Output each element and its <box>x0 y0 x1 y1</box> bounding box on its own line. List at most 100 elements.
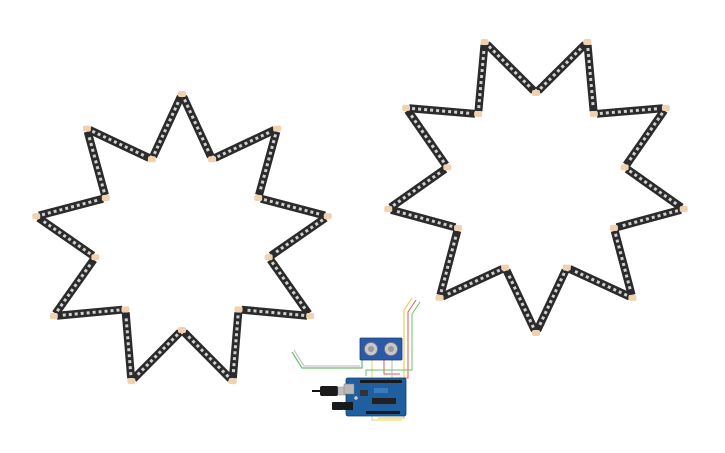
led-pixel <box>452 288 457 293</box>
led-pixel <box>419 216 424 220</box>
led-strip-segment <box>408 104 476 118</box>
led-pixel <box>436 171 441 176</box>
led-pixel <box>52 227 57 232</box>
led-pixel <box>170 112 175 117</box>
led-pixel <box>423 134 428 139</box>
led-pixel <box>304 228 309 233</box>
led-pixel <box>425 217 430 222</box>
led-pixel <box>622 223 626 228</box>
led-pixel <box>294 235 300 240</box>
led-pixel <box>587 59 591 64</box>
led-pixel <box>67 237 72 242</box>
led-pixel <box>553 288 558 293</box>
strip-connector <box>454 225 463 231</box>
led-pixel <box>479 276 484 281</box>
led-pixel <box>587 65 592 70</box>
led-pixel <box>259 186 263 190</box>
led-pixel <box>653 107 658 111</box>
led-pixel <box>100 183 105 187</box>
led-strip-segment <box>267 257 312 316</box>
led-pixel <box>663 193 668 199</box>
led-pixel <box>289 238 295 244</box>
led-pixel <box>408 213 412 217</box>
led-pixel <box>605 111 609 115</box>
led-pixel <box>64 206 69 211</box>
led-pixel <box>402 195 407 200</box>
led-pixel <box>247 308 251 313</box>
led-pixel <box>407 192 412 197</box>
led-pixel <box>129 371 133 376</box>
led-pixel <box>441 109 446 113</box>
led-pixel <box>126 342 130 346</box>
led-pixel <box>118 142 123 147</box>
led-pixel <box>289 312 293 316</box>
led-pixel <box>611 110 615 115</box>
led-pixel <box>281 275 286 281</box>
board-chip <box>372 398 396 404</box>
led-pixel <box>187 335 192 340</box>
led-pixel <box>439 288 444 293</box>
led-pixel <box>166 341 171 346</box>
led-pixel <box>175 101 180 106</box>
led-pixel <box>589 83 593 88</box>
led-pixel <box>280 245 285 250</box>
led-pixel <box>69 288 75 293</box>
led-pixel <box>285 242 290 247</box>
led-pixel <box>295 313 299 317</box>
led-pixel <box>445 265 450 270</box>
led-strip-segment <box>87 126 151 162</box>
led-pixel <box>642 136 647 142</box>
led-strip-segment <box>83 130 109 197</box>
led-pixel <box>668 197 673 202</box>
led-strip-segment <box>179 95 215 159</box>
led-pixel <box>469 281 474 286</box>
led-pixel <box>525 313 530 318</box>
led-pixel <box>482 50 486 55</box>
led-pixel <box>59 207 63 212</box>
led-pixel <box>517 296 522 301</box>
led-pixel <box>235 327 239 331</box>
led-strip-segment <box>502 268 539 332</box>
led-pixel <box>623 292 628 297</box>
led-pixel <box>309 210 314 214</box>
led-pixel <box>193 120 198 125</box>
led-strip-segment <box>241 305 308 320</box>
led-pixel <box>656 117 661 122</box>
led-pixel <box>116 308 120 312</box>
led-pixel <box>460 111 464 115</box>
led-pixel <box>453 236 458 241</box>
led-pixel <box>573 51 578 56</box>
led-pixel <box>205 147 210 152</box>
led-pixel <box>234 339 238 343</box>
led-pixel <box>299 232 304 237</box>
led-pixel <box>623 268 627 273</box>
led-strip-segment <box>149 95 185 159</box>
led-pixel <box>270 261 276 266</box>
led-pixel <box>124 145 129 150</box>
led-pixel <box>474 278 479 283</box>
strip-connector <box>228 378 237 385</box>
led-pixel <box>416 185 422 190</box>
led-pixel <box>437 221 442 225</box>
led-pixel <box>427 139 432 144</box>
led-pixel <box>430 144 435 149</box>
led-pixel <box>271 139 276 144</box>
wire-left-star-power <box>293 349 360 367</box>
led-pixel <box>222 151 227 156</box>
led-pixel <box>56 307 61 312</box>
led-pixel <box>648 183 653 188</box>
led-pixel <box>607 285 612 290</box>
led-pixel <box>658 190 663 195</box>
strip-connector <box>501 264 510 271</box>
led-pixel <box>481 62 485 67</box>
led-pixel <box>633 220 638 224</box>
led-pixel <box>42 220 47 225</box>
led-pixel <box>127 348 131 352</box>
led-pixel <box>505 62 510 67</box>
led-pixel <box>614 233 618 238</box>
led-pixel <box>579 272 584 277</box>
led-pixel <box>674 209 679 213</box>
led-pixel <box>560 64 565 69</box>
led-pixel <box>485 273 490 278</box>
